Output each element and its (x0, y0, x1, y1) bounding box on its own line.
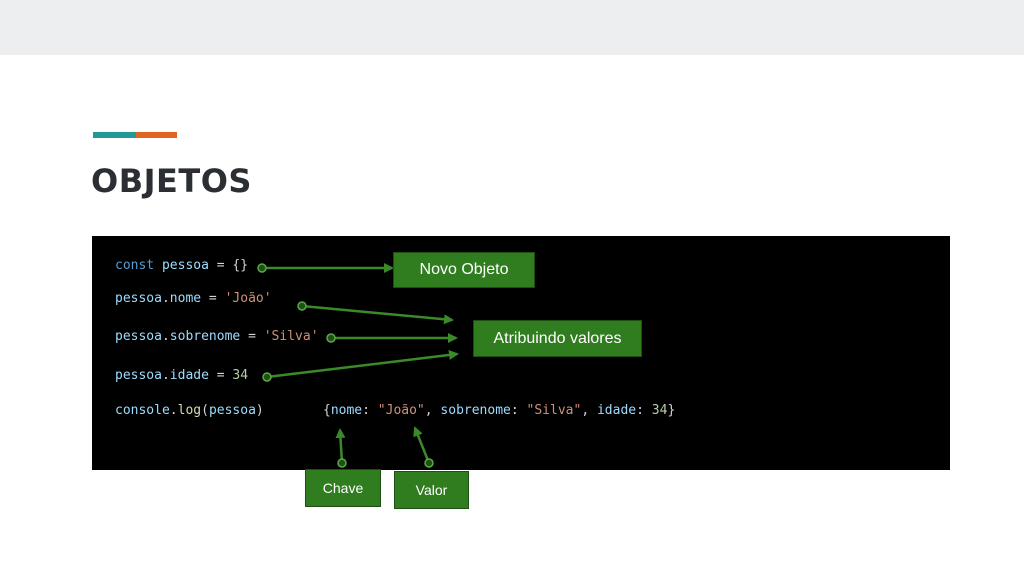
arrow-dot (424, 458, 434, 468)
code-keyword: const (115, 258, 155, 273)
label-novo-objeto: Novo Objeto (393, 252, 535, 288)
code-line-2: pessoa.nome = 'João' (115, 291, 272, 306)
code-equals: = (240, 329, 264, 344)
code-property: idade (169, 368, 209, 383)
code-line-3: pessoa.sobrenome = 'Silva' (115, 329, 319, 344)
arrow-nome (301, 304, 454, 325)
code-value: 'Silva' (263, 329, 319, 344)
code-variable: pessoa (161, 258, 209, 273)
console-output: {nome: "João", sobrenome: "Silva", idade… (323, 403, 676, 418)
output-key: idade (596, 403, 637, 418)
code-line-5: console.log(pessoa) (115, 403, 264, 418)
arrow-dot (326, 333, 336, 343)
arrow-valor (413, 426, 431, 464)
code-value: 34 (232, 368, 249, 383)
accent-bar-teal (93, 132, 136, 138)
code-object: pessoa (115, 368, 162, 383)
top-bar (0, 0, 1024, 55)
slide-title: OBJETOS (91, 162, 252, 200)
output-value: 34 (651, 403, 668, 418)
code-console: console (115, 403, 170, 418)
output-key: nome (330, 403, 363, 418)
output-key: sobrenome (440, 403, 511, 418)
code-object: pessoa (115, 291, 162, 306)
arrow-dot (337, 458, 347, 468)
output-value: "Silva" (526, 403, 582, 418)
code-property: nome (169, 291, 202, 306)
code-line-4: pessoa.idade = 34 (115, 368, 249, 383)
accent-bar-orange (136, 132, 177, 138)
arrow-chave (335, 428, 346, 464)
code-line-1: const pessoa = {} (115, 258, 248, 273)
code-equals: = (201, 291, 225, 306)
output-value: "João" (377, 403, 425, 418)
code-object: pessoa (115, 329, 162, 344)
arrow-dot (257, 263, 267, 273)
code-rest: = {} (208, 258, 249, 273)
arrow-idade (266, 349, 459, 379)
label-atribuindo-valores: Atribuindo valores (473, 320, 642, 357)
label-valor: Valor (394, 471, 469, 509)
code-property: sobrenome (169, 329, 241, 344)
arrow-dot (297, 301, 307, 311)
code-function: log (177, 403, 202, 418)
code-equals: = (208, 368, 233, 383)
label-chave: Chave (305, 469, 381, 507)
code-argument: pessoa (208, 403, 256, 418)
code-value: 'João' (224, 291, 272, 306)
arrow-dot (262, 372, 272, 382)
